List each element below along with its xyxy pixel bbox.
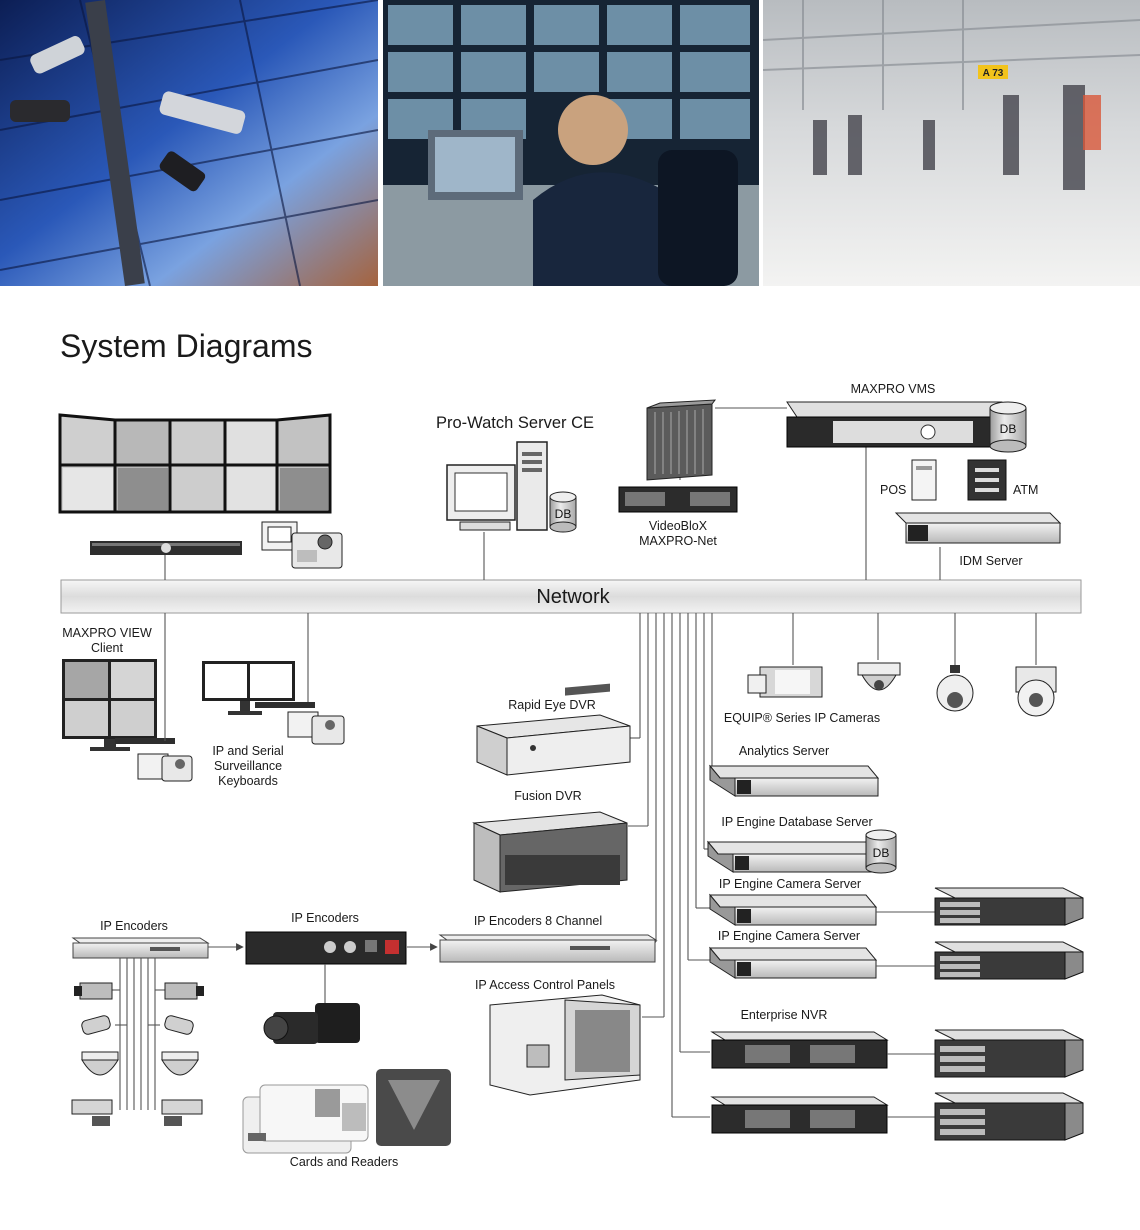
videoblox-label-line2: MAXPRO-Net — [639, 534, 717, 548]
access-panels-label: IP Access Control Panels — [475, 978, 615, 992]
ip-engine-camera-server-2 — [708, 946, 878, 979]
fusion-label: Fusion DVR — [514, 789, 581, 803]
rapid-eye-label: Rapid Eye DVR — [508, 698, 596, 712]
idm-server — [894, 512, 1062, 544]
ip-box-camera-icon — [747, 666, 823, 698]
ip-engine-camera-1-label: IP Engine Camera Server — [719, 877, 861, 891]
prowatch-db-label: DB — [555, 507, 572, 521]
access-control-panel — [489, 994, 641, 1096]
videoblox-matrix — [618, 399, 738, 513]
keyboard-controller-icon — [261, 521, 343, 569]
idm-server-label: IDM Server — [959, 554, 1022, 568]
analog-box-camera-icon-left — [74, 982, 113, 1000]
ip-ptz-camera-icon — [1015, 666, 1057, 717]
maxpro-vms-label: MAXPRO VMS — [851, 382, 936, 396]
ip-dome-camera-icon — [857, 662, 901, 691]
box-camera-lens-icon — [263, 1003, 360, 1044]
ip-engine-camera-server-1 — [708, 893, 878, 926]
view-client-keyboard-icon — [137, 753, 193, 782]
vms-database-icon — [989, 401, 1027, 453]
ip-encoders-8-label: IP Encoders 8 Channel — [474, 914, 602, 928]
equip-cameras-label: EQUIP® Series IP Cameras — [724, 711, 880, 725]
bullet-camera-icon-right — [164, 1015, 194, 1035]
prowatch-workstation — [446, 441, 548, 531]
dome-camera-icon-left — [81, 1051, 119, 1076]
maxpro-vms-server — [786, 401, 1013, 448]
pos-terminal-icon — [911, 459, 937, 501]
ip-engine-db-server — [706, 840, 878, 873]
analytics-label: Analytics Server — [739, 744, 829, 758]
keyboard-station-monitors — [202, 661, 315, 715]
ip-engine-db-db-label: DB — [873, 846, 890, 860]
keyboards-label-line1: IP and Serial — [212, 744, 283, 758]
analog-box-camera-icon-right — [164, 982, 204, 1000]
ip-engine-database-icon — [865, 829, 897, 874]
atm-label: ATM — [1013, 483, 1038, 497]
ip-encoder-rack-unit — [71, 937, 210, 959]
ip-encoders-2-label: IP Encoders — [291, 911, 359, 925]
view-client-label-line1: MAXPRO VIEW — [62, 626, 152, 640]
cards-readers-label: Cards and Readers — [290, 1155, 398, 1169]
vms-db-label: DB — [1000, 422, 1017, 436]
video-wall-controller — [90, 541, 242, 555]
enterprise-nvr-2 — [710, 1096, 889, 1134]
page-title: System Diagrams — [60, 328, 313, 364]
storage-array-2 — [934, 941, 1084, 980]
view-client-label-line2: Client — [91, 641, 123, 655]
dome-camera-icon-right — [161, 1051, 199, 1076]
ip-encoder-single — [245, 931, 407, 965]
ip-engine-camera-2-label: IP Engine Camera Server — [718, 929, 860, 943]
view-client-monitor — [62, 659, 175, 751]
encoder-camera-wires — [110, 958, 165, 1110]
outdoor-camera-icon-right — [161, 1099, 203, 1126]
keyboard-station-icon — [287, 711, 345, 745]
videoblox-label-line1: VideoBloX — [649, 519, 708, 533]
center-bus-lines — [628, 613, 1037, 1118]
network-label: Network — [536, 586, 610, 608]
fusion-dvr — [472, 811, 628, 893]
storage-array-1 — [934, 887, 1084, 926]
pos-label: POS — [880, 483, 906, 497]
ip-ptz-dome-camera-icon — [936, 665, 974, 712]
keyboards-label-line2: Surveillance — [214, 759, 282, 773]
enterprise-nvr-label: Enterprise NVR — [741, 1008, 828, 1022]
outdoor-camera-icon-left — [71, 1099, 113, 1126]
photo-airport-terminal: A 73 — [763, 0, 1140, 286]
analytics-server — [708, 764, 880, 797]
photo-control-room — [383, 0, 759, 286]
access-card-stack — [242, 1084, 369, 1154]
ip-encoders-1-label: IP Encoders — [100, 919, 168, 933]
enterprise-nvr-1 — [710, 1031, 889, 1069]
ip-engine-db-label: IP Engine Database Server — [721, 815, 872, 829]
rapid-eye-dvr — [476, 683, 631, 776]
prowatch-label: Pro-Watch Server CE — [436, 414, 594, 432]
airport-gate-sign: A 73 — [983, 68, 1004, 79]
atm-icon — [967, 459, 1007, 501]
keyboards-label-line3: Keyboards — [218, 774, 278, 788]
ip-encoder-8-channel — [438, 934, 658, 963]
bullet-camera-icon-left — [81, 1015, 111, 1035]
card-reader-icon — [376, 1069, 451, 1146]
video-wall — [58, 413, 332, 514]
storage-array-3 — [934, 1029, 1084, 1078]
network-bar — [60, 579, 1082, 614]
photo-building-cameras — [0, 0, 378, 286]
storage-array-4 — [934, 1092, 1084, 1141]
prowatch-database-icon — [549, 491, 577, 533]
